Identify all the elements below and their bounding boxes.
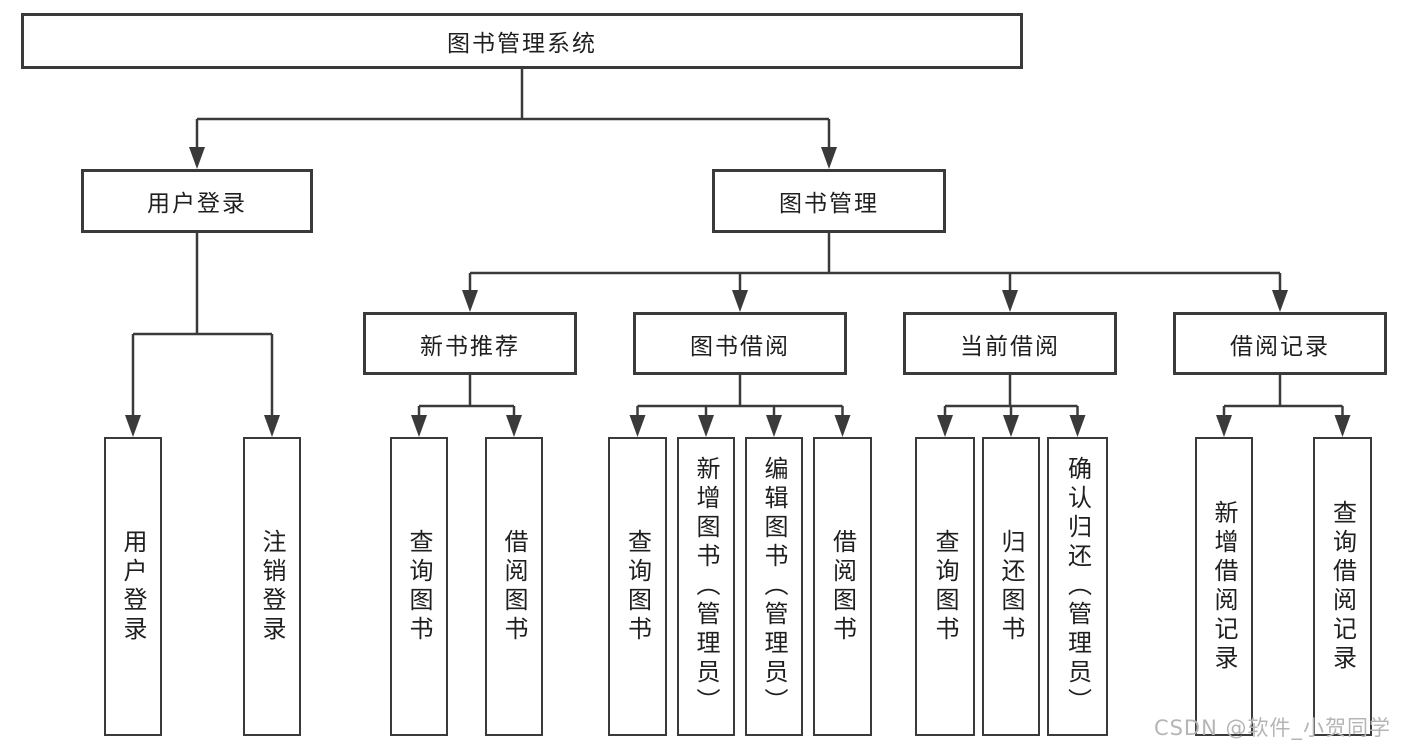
node-leaf-br-query: 查询借阅记录 — [1313, 437, 1372, 736]
node-label: 新增借阅记录 — [1210, 499, 1238, 674]
node-root: 图书管理系统 — [21, 13, 1023, 69]
node-new-book-rec: 新书推荐 — [363, 312, 577, 375]
node-label: 查询借阅记录 — [1328, 499, 1357, 674]
node-leaf-bb-borrow: 借阅图书 — [813, 437, 872, 736]
arrowhead-icon — [834, 415, 851, 437]
node-label: 新书推荐 — [420, 333, 520, 360]
node-label: 用户登录 — [119, 528, 147, 645]
node-label: 图书借阅 — [690, 333, 790, 360]
arrowhead-icon — [1003, 415, 1019, 437]
node-label: 当前借阅 — [960, 333, 1060, 360]
edge-root — [189, 69, 837, 169]
edge-book-mgmt — [462, 233, 1288, 312]
arrowhead-icon — [1272, 290, 1288, 312]
node-leaf-cb-return: 归还图书 — [982, 437, 1040, 736]
node-label: 编辑图书（管理员） — [760, 456, 788, 717]
node-leaf-bb-edit: 编辑图书（管理员） — [745, 437, 803, 736]
node-leaf-bb-query: 查询图书 — [608, 437, 667, 736]
edge-new-book-rec — [411, 375, 522, 437]
arrowhead-icon — [506, 415, 522, 437]
node-label: 图书管理系统 — [447, 31, 597, 57]
node-label: 用户登录 — [147, 191, 247, 217]
node-label: 借阅图书 — [828, 528, 857, 645]
arrowhead-icon — [629, 415, 646, 437]
node-borrow-records: 借阅记录 — [1173, 312, 1387, 375]
arrowhead-icon — [264, 415, 280, 437]
node-label: 查询图书 — [931, 528, 959, 645]
node-label: 新增图书（管理员） — [692, 456, 720, 717]
node-label: 查询图书 — [405, 528, 433, 645]
node-leaf-nb-borrow: 借阅图书 — [485, 437, 543, 736]
node-label: 注销登录 — [258, 528, 286, 645]
node-label: 图书管理 — [779, 191, 879, 217]
arrowhead-icon — [698, 415, 714, 437]
arrowhead-icon — [1002, 290, 1018, 312]
arrowhead-icon — [766, 415, 782, 437]
node-leaf-logout: 注销登录 — [243, 437, 301, 736]
arrowhead-icon — [125, 415, 141, 437]
arrowhead-icon — [1216, 415, 1232, 437]
arrowhead-icon — [189, 147, 205, 169]
arrowhead-icon — [732, 290, 748, 312]
arrowhead-icon — [462, 290, 478, 312]
watermark-text: CSDN @软件_小贺同学 — [1153, 716, 1391, 740]
edge-book-borrow — [629, 375, 851, 437]
node-book-borrow: 图书借阅 — [633, 312, 847, 375]
arrowhead-icon — [821, 147, 837, 169]
edge-current-borrow — [937, 375, 1086, 437]
arrowhead-icon — [1334, 415, 1351, 437]
node-label: 借阅记录 — [1230, 333, 1330, 360]
node-leaf-cb-confirm: 确认归还（管理员） — [1047, 437, 1108, 736]
node-leaf-nb-query: 查询图书 — [390, 437, 448, 736]
edge-user-login — [125, 233, 280, 437]
node-book-mgmt: 图书管理 — [712, 169, 946, 233]
node-leaf-br-add: 新增借阅记录 — [1195, 437, 1253, 736]
node-leaf-user-login: 用户登录 — [104, 437, 162, 736]
node-label: 借阅图书 — [500, 528, 528, 645]
node-user-login: 用户登录 — [81, 169, 313, 233]
node-leaf-bb-add: 新增图书（管理员） — [677, 437, 735, 736]
node-label: 查询图书 — [623, 528, 652, 645]
node-leaf-cb-query: 查询图书 — [915, 437, 975, 736]
edge-borrow-records — [1216, 375, 1351, 437]
node-current-borrow: 当前借阅 — [903, 312, 1117, 375]
arrowhead-icon — [411, 415, 427, 437]
node-label: 归还图书 — [997, 528, 1025, 645]
arrowhead-icon — [1069, 415, 1086, 437]
arrowhead-icon — [937, 415, 953, 437]
node-label: 确认归还（管理员） — [1063, 456, 1092, 717]
